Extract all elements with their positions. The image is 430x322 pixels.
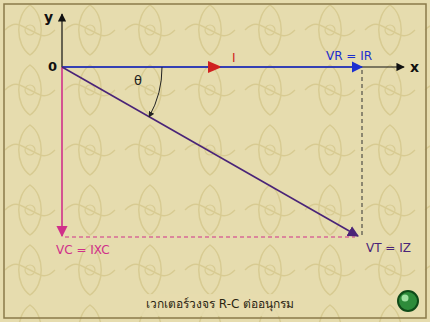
vector-label: VR = IR [326, 50, 372, 62]
vt-vector [62, 67, 358, 236]
vector-label: VC = IXC [56, 244, 110, 256]
nav-button [398, 291, 418, 311]
current-arrowhead [208, 61, 222, 73]
vector-label: VT = IZ [366, 242, 411, 254]
nav-button-shine [402, 295, 409, 302]
caption: เวกเตอร์วงจร R-C ต่ออนุกรม [146, 298, 294, 310]
projection-line [65, 237, 355, 238]
y-axis [61, 14, 62, 67]
current-vector [62, 66, 220, 68]
x-axis [62, 66, 404, 67]
vc-vector [61, 67, 63, 236]
axis-label: y [44, 10, 53, 24]
current-label: I [232, 52, 236, 64]
projection-line [362, 70, 363, 237]
angle-label: θ [134, 74, 142, 87]
vr-vector [220, 66, 362, 68]
origin-label: 0 [48, 60, 57, 73]
angle-arc [149, 67, 162, 117]
axis-label: x [410, 60, 419, 74]
caption-ground [140, 294, 300, 316]
frame [4, 4, 426, 318]
